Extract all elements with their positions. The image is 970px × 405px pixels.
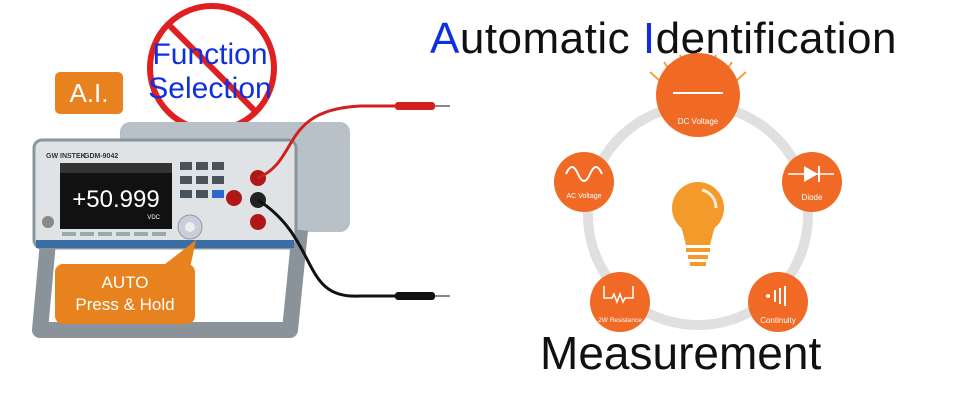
device-model: GDM-9042 <box>84 153 118 160</box>
device-unit: VDC <box>147 215 160 221</box>
measurement-heading: Measurement <box>540 327 822 379</box>
multimeter-illustration: GW INSTEK GDM-9042 +50.999 VDC <box>32 3 450 338</box>
lightbulb-icon <box>672 182 724 266</box>
device-reading: +50.999 <box>72 186 159 213</box>
svg-text:2W Resistance: 2W Resistance <box>598 317 642 324</box>
device-screen <box>60 163 172 229</box>
mode-continuity: Continuity <box>748 272 808 332</box>
device-brand: GW INSTEK <box>46 153 86 160</box>
mode-ac-voltage: AC Voltage <box>554 152 614 212</box>
mode-2w-resistance: 2W Resistance <box>590 272 650 332</box>
svg-text:DC Voltage: DC Voltage <box>678 117 719 126</box>
mode-diode: Diode <box>782 152 842 212</box>
mode-dc-voltage: DC Voltage <box>656 53 740 137</box>
svg-text:Diode: Diode <box>802 193 823 202</box>
mode-wheel: DC Voltage AC Voltage Diode 2W Resistanc… <box>554 52 842 332</box>
svg-text:AC Voltage: AC Voltage <box>566 193 601 200</box>
svg-text:Continuity: Continuity <box>760 316 796 325</box>
ai-badge: A.I. <box>55 72 123 114</box>
